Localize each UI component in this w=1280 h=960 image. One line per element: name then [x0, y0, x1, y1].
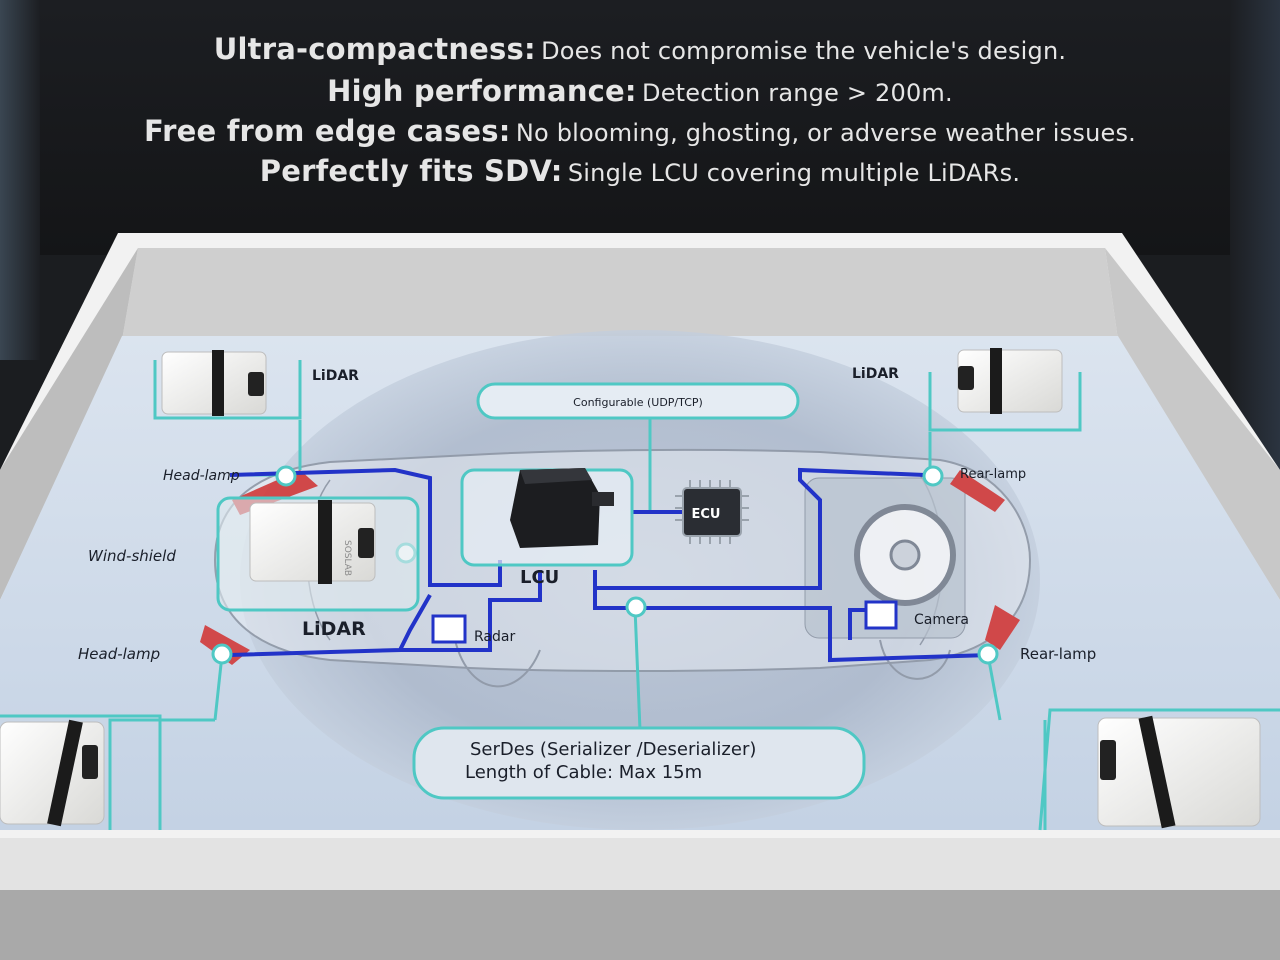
label-lidar-center: LiDAR: [302, 618, 366, 640]
configurable-pill: [476, 382, 800, 420]
teal-connectors: [108, 360, 1082, 830]
label-configurable: Configurable (UDP/TCP): [573, 396, 703, 409]
label-serdes-line1: SerDes (Serializer /Deserializer): [470, 739, 756, 760]
headline-3: Free from edge cases: No blooming, ghost…: [0, 114, 1280, 148]
headline-2: High performance: Detection range > 200m…: [0, 74, 1280, 108]
label-camera: Camera: [914, 612, 969, 628]
label-radar: Radar: [474, 629, 515, 645]
headline-1: Ultra-compactness: Does not compromise t…: [0, 32, 1280, 66]
lcu-device: [510, 468, 614, 548]
headline-3-bold: Free from edge cases:: [144, 114, 511, 148]
background-right: [1230, 0, 1280, 480]
label-serdes-line2: Length of Cable: Max 15m: [465, 762, 702, 783]
label-lidar-top-left: LiDAR: [312, 368, 359, 384]
display-banner: [0, 0, 1280, 255]
label-lidar-top-right: LiDAR: [852, 366, 899, 382]
background-left: [0, 0, 40, 360]
headline-2-bold: High performance:: [327, 74, 637, 108]
label-head-lamp-lower: Head-lamp: [78, 645, 160, 663]
rear-lamp-shape-lower: [985, 605, 1020, 650]
table-inner-wall-left: [0, 248, 138, 600]
label-lcu: LCU: [520, 567, 559, 588]
headline-4-text: Single LCU covering multiple LiDARs.: [567, 159, 1021, 187]
diagram-halo: [240, 330, 1040, 830]
label-head-lamp-upper: Head-lamp: [163, 468, 240, 484]
label-wind-shield: Wind-shield: [88, 547, 176, 565]
label-rear-lamp-lower: Rear-lamp: [1020, 645, 1096, 663]
serdes-pill: [412, 726, 866, 800]
table-inner-wall-right: [1105, 248, 1280, 600]
label-ecu: ECU: [692, 507, 721, 522]
lidar-sensor-bottom-right: [1097, 715, 1261, 829]
lidar-sensor-windshield: [216, 496, 420, 612]
headline-1-text: Does not compromise the vehicle's design…: [541, 37, 1067, 65]
headline-4-bold: Perfectly fits SDV:: [259, 154, 563, 188]
headline-1-bold: Ultra-compactness:: [213, 32, 536, 66]
rear-lamp-shape-upper: [950, 470, 1005, 512]
sensor-brand-text: SOSLAB: [342, 540, 352, 576]
lidar-sensor-top-right: [957, 348, 1063, 414]
headline-3-text: No blooming, ghosting, or adverse weathe…: [515, 119, 1136, 147]
table-inner-wall-back: [122, 248, 1118, 340]
headline-4: Perfectly fits SDV: Single LCU covering …: [0, 154, 1280, 188]
headline-2-text: Detection range > 200m.: [642, 79, 953, 107]
camera-marker: [864, 600, 898, 630]
lidar-sensor-bottom-left: [0, 719, 105, 827]
sensor-tray-outlines: [0, 708, 1280, 831]
radar-marker: [431, 614, 467, 644]
table-front-edge: [0, 838, 1280, 890]
lidar-sensor-top-left: [161, 350, 267, 416]
blue-wiring: [229, 467, 991, 663]
ecu-chip: [675, 480, 749, 544]
label-rear-lamp-upper: Rear-lamp: [960, 467, 1026, 482]
